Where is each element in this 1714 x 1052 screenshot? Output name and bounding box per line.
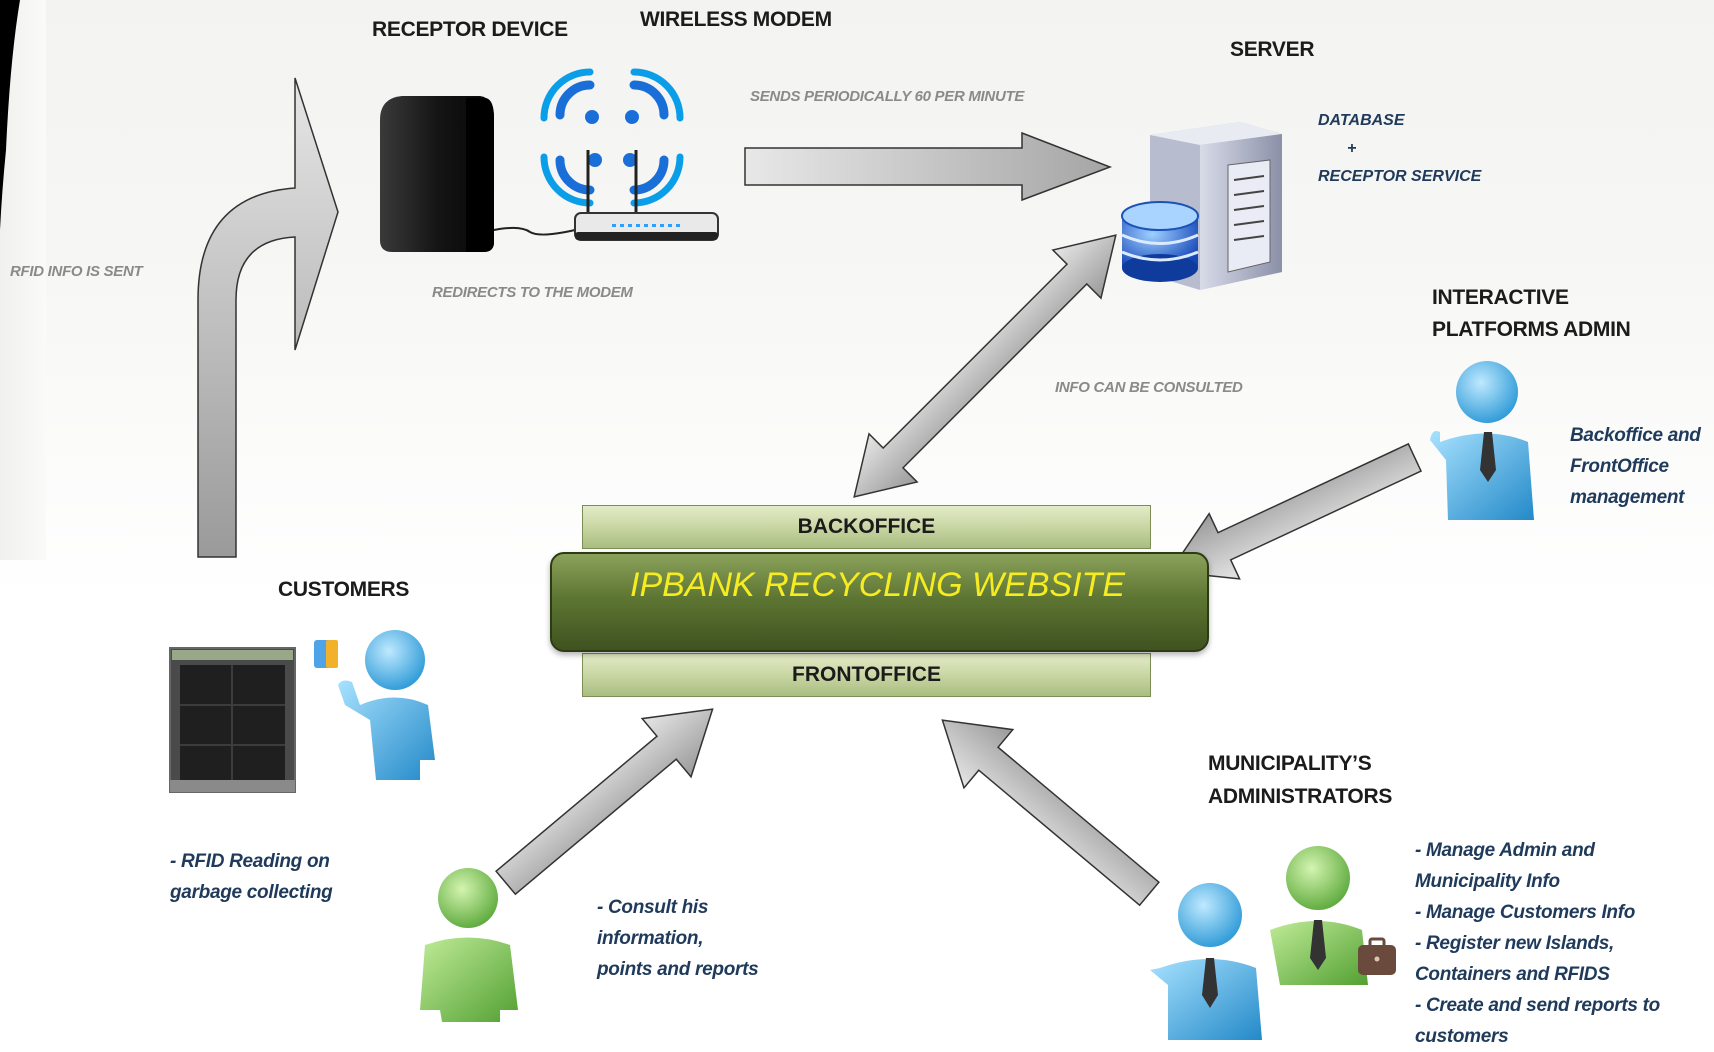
municipality-label-line1: MUNICIPALITY’S: [1208, 752, 1372, 775]
garbage-container-image: [169, 647, 296, 793]
municipality-desc-line: - Manage Admin and: [1415, 840, 1595, 861]
backoffice-label: BACKOFFICE: [797, 515, 936, 538]
frontoffice-band: FRONTOFFICE: [582, 653, 1151, 697]
server-desc-line3: RECEPTOR SERVICE: [1318, 168, 1482, 185]
admin-desc-line: management: [1570, 487, 1685, 508]
rfid-sent-note: RFID INFO IS SENT: [10, 263, 143, 280]
modem-to-server-arrow: [744, 131, 1113, 202]
server-website-double-arrow: [853, 234, 1117, 498]
customers-desc-line: - RFID Reading on: [170, 851, 330, 872]
background-gradient: [0, 0, 1714, 600]
municipality-to-website-arrow: [941, 719, 1160, 907]
sends-periodically-note: SENDS PERIODICALLY 60 PER MINUTE: [750, 88, 1025, 105]
municipality-desc-line: Containers and RFIDS: [1415, 964, 1610, 985]
rfid-card-icon: [314, 640, 338, 668]
municipality-admin-blue-icon: [1150, 883, 1262, 1040]
municipality-desc-line: - Create and send reports to: [1415, 995, 1660, 1016]
customer-to-website-arrow: [495, 708, 714, 896]
consult-desc-line: information,: [597, 928, 704, 949]
wireless-modem-label: WIRELESS MODEM: [640, 8, 832, 31]
briefcase-icon: [1358, 937, 1396, 975]
page-edge-curve: [0, 0, 20, 230]
website-title: IPBANK RECYCLING WEBSITE: [630, 566, 1125, 604]
municipality-description: - Manage Admin and Municipality Info - M…: [1415, 835, 1660, 1052]
wifi-router-icon: [540, 68, 719, 241]
platform-admin-person-icon: [1430, 361, 1534, 520]
customers-description: - RFID Reading on garbage collecting: [170, 846, 333, 908]
municipality-desc-line: - Register new Islands,: [1415, 933, 1614, 954]
server-icon: [1121, 122, 1282, 290]
municipality-desc-line: customers: [1415, 1026, 1509, 1047]
customer-person-blue-icon: [338, 630, 435, 780]
admin-description: Backoffice and FrontOffice management: [1570, 420, 1701, 513]
website-pill: [550, 552, 1209, 652]
server-desc-line1: DATABASE: [1318, 112, 1405, 129]
interactive-admin-label-line2: PLATFORMS ADMIN: [1432, 318, 1631, 341]
municipality-label-line2: ADMINISTRATORS: [1208, 785, 1393, 808]
interactive-admin-label-line1: INTERACTIVE: [1432, 286, 1569, 309]
info-consulted-note: INFO CAN BE CONSULTED: [1055, 379, 1243, 396]
frontoffice-label: FRONTOFFICE: [792, 663, 941, 686]
admin-desc-line: Backoffice and: [1570, 425, 1701, 446]
server-label: SERVER: [1230, 38, 1315, 61]
receptor-device-label: RECEPTOR DEVICE: [372, 18, 568, 41]
receptor-device-icon: [380, 96, 576, 252]
customer-person-green-icon: [420, 868, 518, 1022]
municipality-desc-line: - Manage Customers Info: [1415, 902, 1636, 923]
backoffice-band: BACKOFFICE: [582, 505, 1151, 549]
customers-label: CUSTOMERS: [278, 578, 410, 601]
consult-desc-line: - Consult his: [597, 897, 709, 918]
consult-desc-line: points and reports: [597, 959, 759, 980]
server-desc-line2: +: [1347, 140, 1357, 157]
admin-to-website-arrow: [1168, 442, 1423, 580]
redirects-note: REDIRECTS TO THE MODEM: [432, 284, 633, 301]
admin-desc-line: FrontOffice: [1570, 456, 1669, 477]
rfid-up-arrow: [197, 77, 339, 558]
municipality-admin-green-icon: [1270, 846, 1368, 985]
municipality-desc-line: Municipality Info: [1415, 871, 1560, 892]
consult-description: - Consult his information, points and re…: [597, 892, 759, 985]
customers-desc-line: garbage collecting: [170, 882, 333, 903]
